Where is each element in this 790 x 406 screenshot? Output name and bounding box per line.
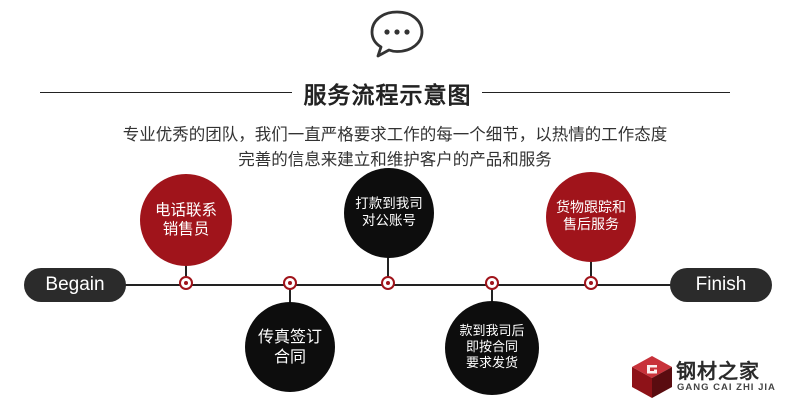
step-1-line-1: 电话联系 (154, 200, 217, 219)
chat-bubble-icon (366, 6, 428, 62)
step-circle-1: 电话联系 销售员 (140, 174, 232, 266)
timeline-node-step-4 (485, 276, 499, 290)
finish-pill: Finish (670, 268, 772, 302)
step-4-line-3: 要求发货 (465, 356, 518, 372)
step-4-line-1: 款到我司后 (459, 323, 525, 339)
step-5-line-1: 货物跟踪和 (556, 199, 626, 216)
stem-step-5 (590, 258, 592, 280)
step-circle-5: 货物跟踪和 售后服务 (546, 172, 636, 262)
timeline-node-step-1 (179, 276, 193, 290)
step-2-line-1: 传真签订 (257, 327, 322, 346)
stem-step-2 (289, 288, 291, 304)
title-rule-left (40, 92, 292, 93)
cube-g-logo-icon (632, 356, 672, 398)
timeline-node-step-3 (381, 276, 395, 290)
title-rule-right (482, 92, 730, 93)
step-1-line-2: 销售员 (162, 220, 210, 238)
step-circle-3: 打款到我司 对公账号 (344, 168, 434, 258)
begin-pill: Begain (24, 268, 126, 302)
brand-pinyin: GANG CAI ZHI JIA (677, 382, 776, 393)
timeline-node-step-5 (584, 276, 598, 290)
step-circle-2: 传真签订 合同 (245, 302, 335, 392)
stem-step-1 (185, 260, 187, 280)
timeline-axis (110, 284, 680, 286)
step-2-line-2: 合同 (273, 347, 306, 366)
title-row: 服务流程示意图 (0, 72, 790, 112)
step-circle-4: 款到我司后 即按合同 要求发货 (445, 301, 539, 395)
page-title: 服务流程示意图 (303, 82, 472, 109)
step-3-line-1: 打款到我司 (355, 196, 423, 213)
timeline-node-step-2 (283, 276, 297, 290)
stem-step-3 (387, 254, 389, 280)
step-3-line-2: 对公账号 (362, 213, 416, 229)
brand-logo: 钢材之家 GANG CAI ZHI JIA (630, 352, 790, 402)
brand-name: 钢材之家 (676, 359, 760, 383)
subtitle-line-1: 专业优秀的团队，我们一直严格要求工作的每一个细节，以热情的工作态度 (122, 125, 668, 144)
stem-step-4 (491, 288, 493, 304)
step-4-line-2: 即按合同 (465, 339, 518, 355)
step-5-line-2: 售后服务 (563, 217, 619, 233)
subtitle-line-2: 完善的信息来建立和维护客户的产品和服务 (238, 150, 552, 169)
